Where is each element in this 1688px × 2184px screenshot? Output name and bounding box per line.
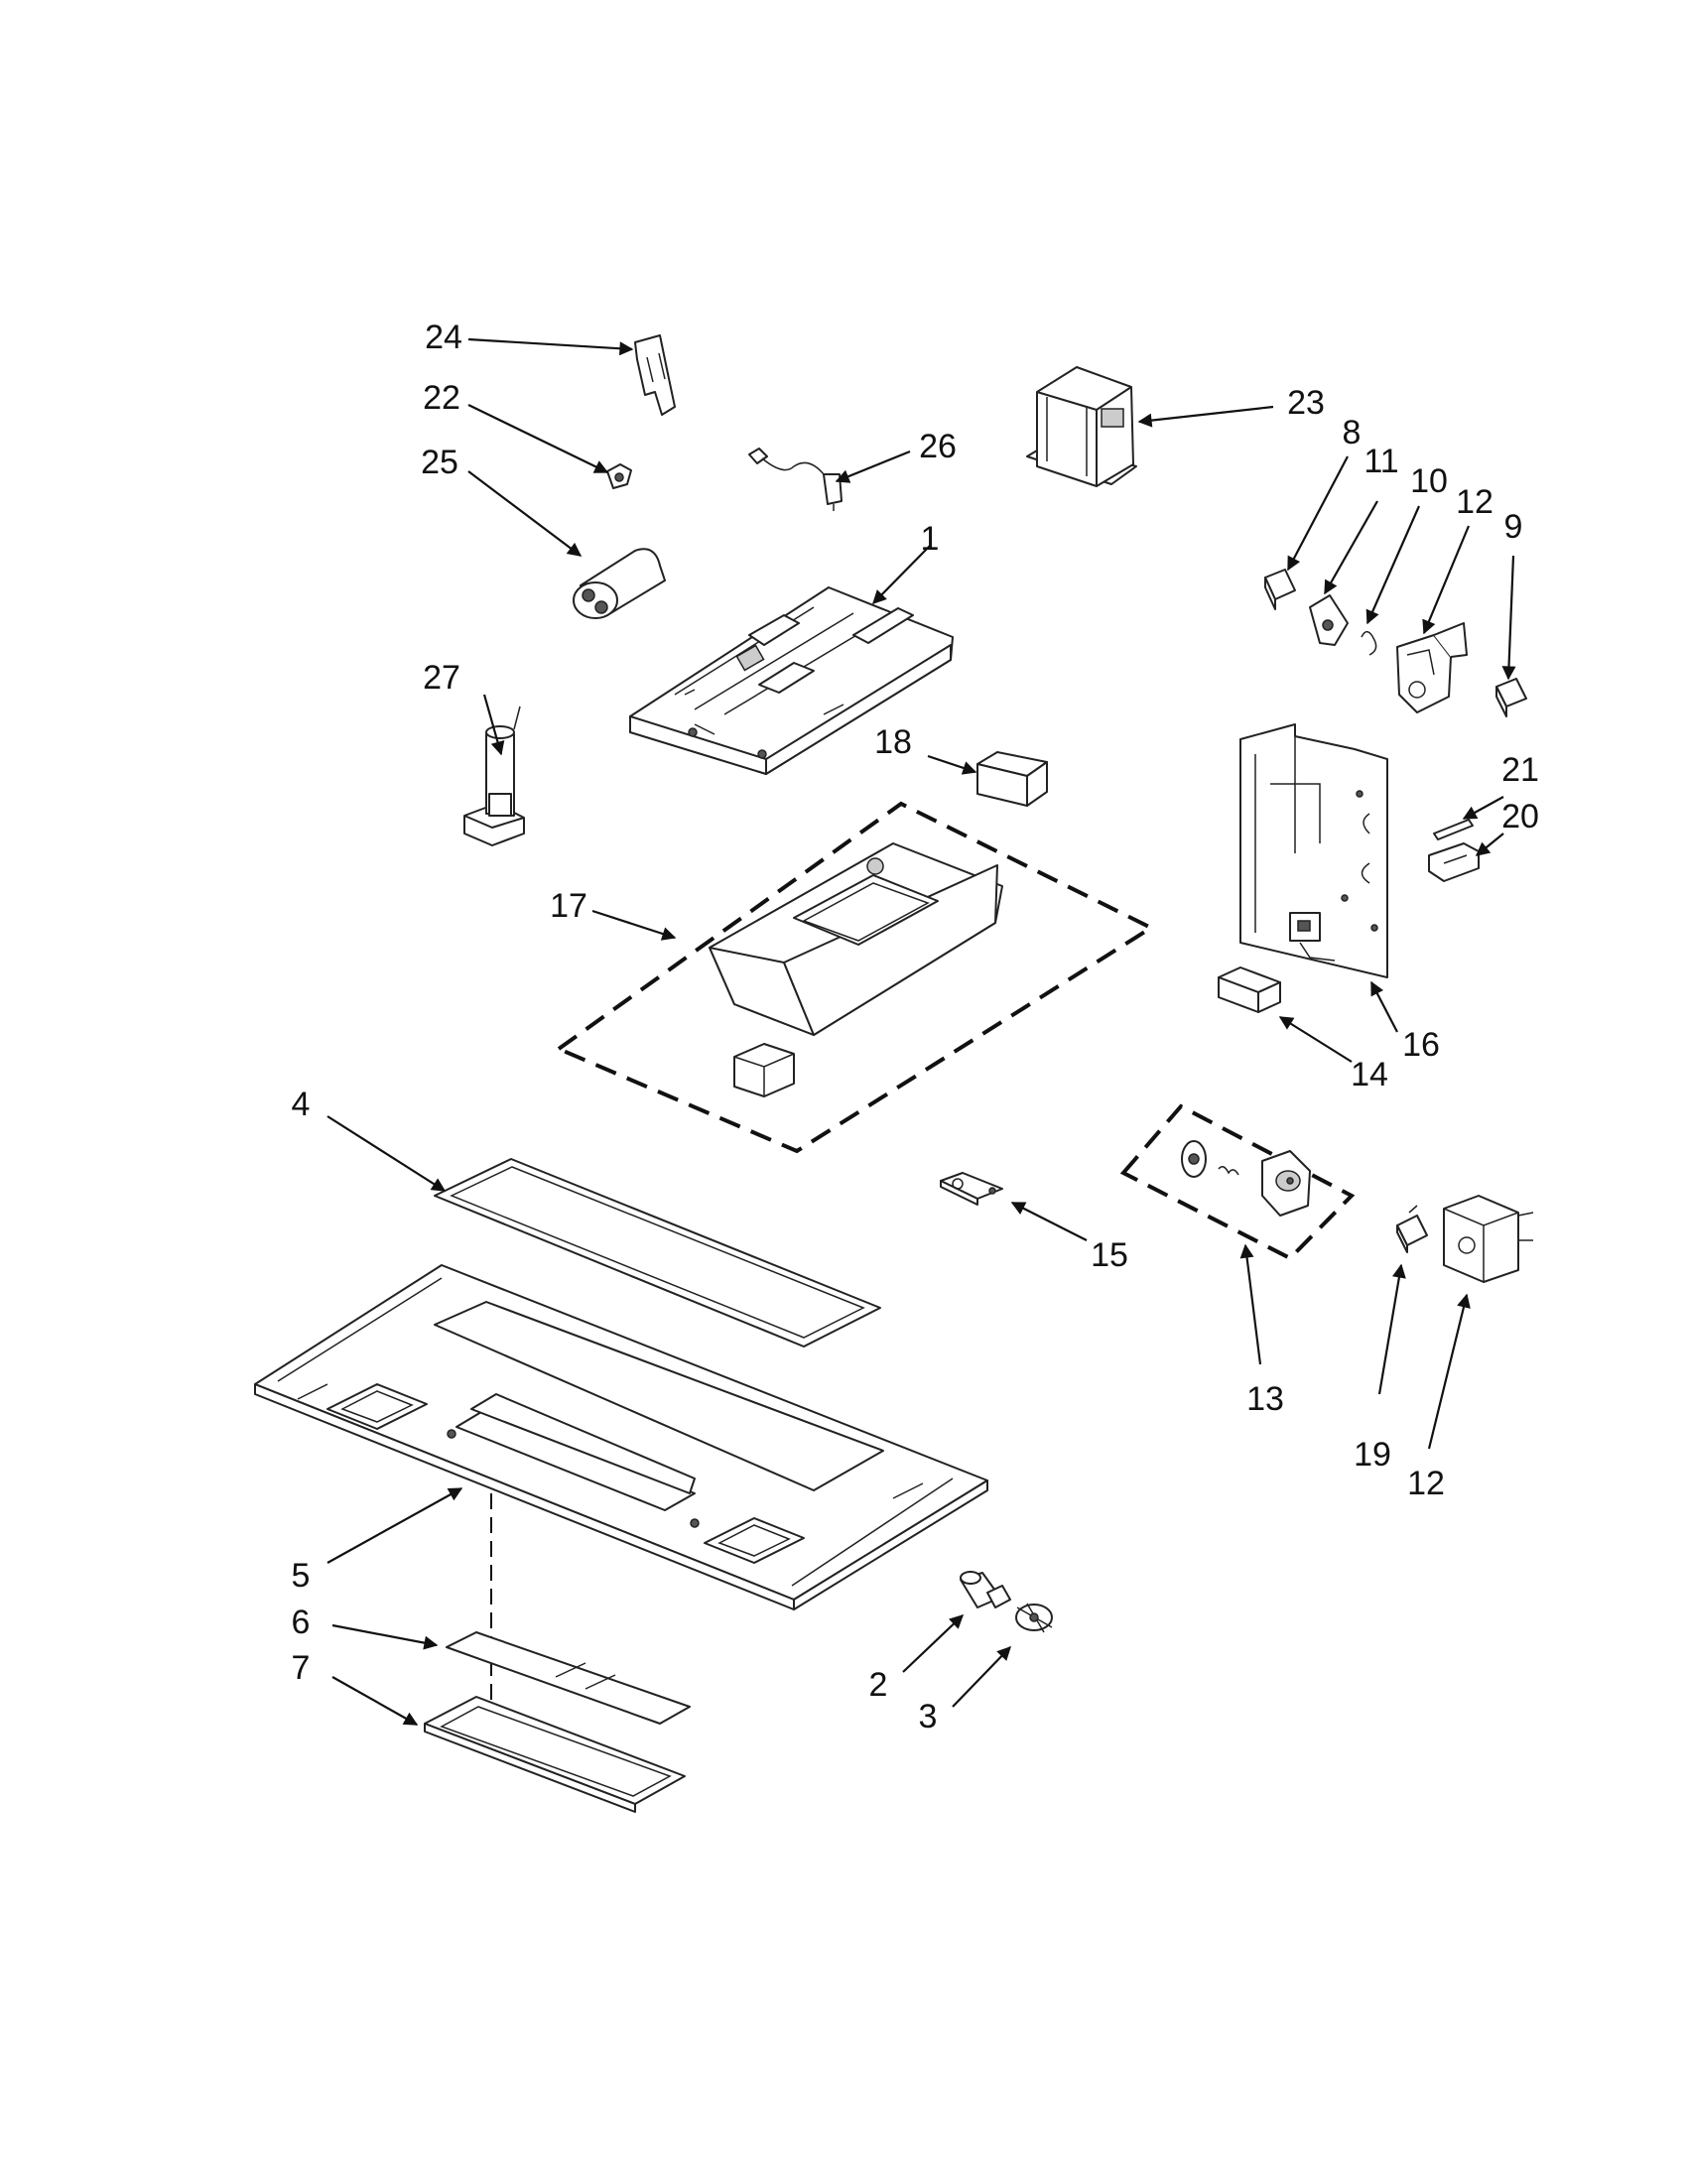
callout-4: 4 [292,1086,311,1123]
part-7-lens-frame [424,1696,686,1813]
part-25-capacitor [573,548,666,619]
callout-15: 15 [1091,1236,1128,1274]
part-19-switch [1396,1205,1428,1253]
part-18-relay [976,751,1048,807]
callout-5: 5 [292,1557,311,1595]
callout-13: 13 [1246,1380,1284,1418]
part-14-block [1218,966,1281,1013]
part-17-duct [709,842,1003,1036]
callout-7: 7 [292,1649,311,1687]
callout-10: 10 [1410,462,1448,500]
callout-8: 8 [1343,414,1362,451]
callout-1: 1 [921,520,940,558]
part-12-latch-bottom [1443,1195,1534,1283]
callout-17: 17 [550,887,587,925]
leader-lines [326,337,1516,1726]
part-24-bracket [634,334,676,416]
part-27-post [463,706,525,846]
part-4-grease-filter-frame [434,1158,881,1348]
part-20-fuse-holder [1428,842,1480,882]
part-13-motor [1181,1140,1311,1217]
part-22-clip [606,463,632,489]
part-10-spring [1361,631,1377,656]
part-23-transformer [1026,366,1137,487]
callout-24: 24 [425,319,462,356]
callout-9: 9 [1504,508,1523,546]
callout-12-top: 12 [1456,483,1493,521]
part-11-lever [1309,594,1349,646]
callout-26: 26 [919,428,957,465]
callout-19: 19 [1354,1436,1391,1474]
part-16-control-bracket [1239,723,1388,978]
part-9-switch [1495,678,1527,717]
callout-16: 16 [1402,1026,1440,1064]
part-12-latch-top [1396,622,1468,713]
part-26-wire-lead [748,448,843,511]
callout-27: 27 [423,659,460,697]
callout-23: 23 [1287,384,1325,422]
part-8-switch [1264,569,1296,610]
callout-labels: 24 22 25 26 23 8 11 10 12 9 1 27 18 21 2… [292,319,1539,1735]
callout-18: 18 [874,723,912,761]
callout-6: 6 [292,1604,311,1641]
callout-25: 25 [421,444,458,481]
part-1-base-plate [629,586,954,775]
callout-2: 2 [869,1666,888,1704]
callout-12-bottom: 12 [1407,1465,1445,1502]
callout-20: 20 [1501,798,1539,835]
callout-14: 14 [1351,1056,1388,1093]
part-2-lamp-socket [960,1571,1011,1608]
callout-3: 3 [919,1698,938,1735]
part-17-bracket [733,1043,795,1097]
part-21-fuse [1433,819,1474,840]
part-5-bottom-plate [254,1264,988,1610]
part-13-group-outline [1119,1103,1356,1261]
callout-11: 11 [1363,443,1398,480]
callout-21: 21 [1501,751,1539,789]
part-15-sensor [940,1172,1003,1206]
callout-22: 22 [423,379,460,417]
part-17-group-outline [554,801,1156,1154]
part-3-bulb [1015,1603,1053,1633]
part-6-lens [446,1631,691,1725]
